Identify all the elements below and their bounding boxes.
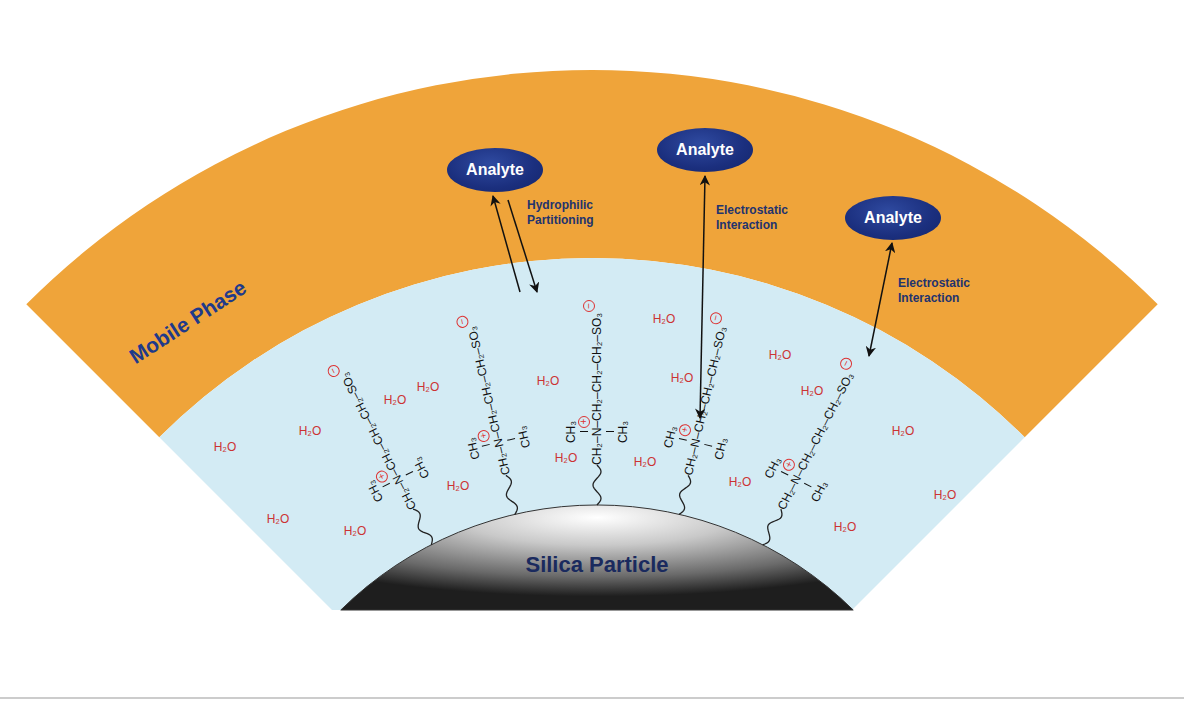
water-molecule: H₂O xyxy=(214,440,237,454)
water-molecule: H₂O xyxy=(671,371,694,385)
interaction-label: Hydrophilic Partitioning xyxy=(527,198,609,228)
chain-atom: CH₂– xyxy=(589,436,605,465)
bond-line xyxy=(406,471,414,476)
water-molecule: H₂O xyxy=(447,479,470,493)
bond-line xyxy=(704,444,712,447)
chain-row: CH₂–NCH₃CH₃+–CH₂–CH₂–CH₂–SO₃− xyxy=(337,370,420,513)
methyl-group: CH₃ xyxy=(563,421,579,443)
bond-line xyxy=(606,431,614,432)
bond-line xyxy=(482,444,490,447)
region-label: Silica Particle xyxy=(525,552,668,578)
sulfonate-chain: –CH₂–CH₂–CH₂–SO₃− xyxy=(464,325,505,441)
water-molecule: H₂O xyxy=(384,393,407,407)
water-molecule: H₂O xyxy=(634,455,657,469)
water-molecule: H₂O xyxy=(769,348,792,362)
water-molecule: H₂O xyxy=(267,512,290,526)
water-molecule: H₂O xyxy=(417,380,440,394)
positive-charge: + xyxy=(578,416,590,428)
interaction-arrow xyxy=(869,243,892,356)
partition-arrow-up xyxy=(493,196,520,292)
analyte-ellipse: Analyte xyxy=(447,148,543,192)
analyte-ellipse: Analyte xyxy=(657,128,753,172)
water-molecule: H₂O xyxy=(834,520,857,534)
methyl-group: CH₃ xyxy=(409,454,433,481)
water-molecule: H₂O xyxy=(555,451,578,465)
negative-charge: − xyxy=(583,300,595,312)
water-layer xyxy=(159,258,1024,610)
silica-particle xyxy=(341,505,853,610)
bond-line xyxy=(383,483,391,488)
interaction-label: Electrostatic Interaction xyxy=(898,276,984,306)
water-molecule: H₂O xyxy=(729,475,752,489)
sulfonate-chain: –CH₂–CH₂–CH₂–SO₃− xyxy=(589,313,605,428)
methyl-group: CH₃ xyxy=(514,425,535,450)
water-molecule: H₂O xyxy=(344,524,367,538)
water-molecule: H₂O xyxy=(801,384,824,398)
chain-atom: CH₂– xyxy=(680,446,702,478)
interaction-label: Electrostatic Interaction xyxy=(716,203,802,233)
methyl-group: CH₃ xyxy=(660,425,681,450)
negative-charge: − xyxy=(838,356,854,372)
water-molecule: H₂O xyxy=(934,488,957,502)
analyte-label: Analyte xyxy=(466,161,524,179)
analyte-label: Analyte xyxy=(676,141,734,159)
bond-line xyxy=(804,483,812,488)
methyl-group: CH₃ xyxy=(615,421,631,443)
amine-group: NCH₃CH₃+ xyxy=(589,428,605,437)
linker-chain xyxy=(679,475,691,514)
linker-chain xyxy=(593,465,601,505)
chain-atom: –CH₂–CH₂–CH₂–SO₃ xyxy=(465,325,504,440)
analyte-label: Analyte xyxy=(864,209,922,227)
methyl-group: CH₃ xyxy=(761,454,785,481)
bond-line xyxy=(580,431,588,432)
linker-chain xyxy=(506,475,518,514)
negative-charge: − xyxy=(709,311,723,325)
water-molecule: H₂O xyxy=(892,424,915,438)
chain-atom: CH₂– xyxy=(393,480,420,513)
methyl-group: CH₃ xyxy=(711,436,732,461)
region-label: Mobile Phase xyxy=(125,275,251,368)
bond-line xyxy=(781,471,789,476)
chain-atom: –CH₂–CH₂–CH₂–SO₃ xyxy=(590,313,604,428)
chain-row: CH₂–NCH₃CH₃+–CH₂–CH₂–CH₂–SO₃− xyxy=(680,325,730,477)
linker-chain xyxy=(413,509,432,545)
bond-line xyxy=(679,438,687,441)
water-molecule: H₂O xyxy=(537,374,560,388)
chain-atom: –CH₂–CH₂–CH₂–SO₃ xyxy=(338,370,403,479)
chain-row: CH₂–NCH₃CH₃+–CH₂–CH₂–CH₂–SO₃− xyxy=(589,313,605,465)
nitrogen-atom: N xyxy=(590,428,604,437)
analyte-ellipse: Analyte xyxy=(845,196,941,240)
sulfonate-chain: –CH₂–CH₂–CH₂–SO₃− xyxy=(689,325,730,441)
mobile-phase-band xyxy=(26,70,1157,437)
bond-line xyxy=(507,438,515,441)
linker-chain xyxy=(763,509,782,545)
sulfonate-chain: –CH₂–CH₂–CH₂–SO₃− xyxy=(337,370,403,480)
chain-row: CH₂–NCH₃CH₃+–CH₂–CH₂–CH₂–SO₃− xyxy=(464,325,514,477)
methyl-group: CH₃ xyxy=(363,478,387,505)
rule-line xyxy=(0,698,1184,699)
chain-atom: –CH₂–CH₂–CH₂–SO₃ xyxy=(690,325,729,440)
water-molecule: H₂O xyxy=(653,312,676,326)
water-molecule: H₂O xyxy=(299,424,322,438)
methyl-group: CH₃ xyxy=(807,478,831,505)
chain-atom: CH₂– xyxy=(492,446,514,478)
